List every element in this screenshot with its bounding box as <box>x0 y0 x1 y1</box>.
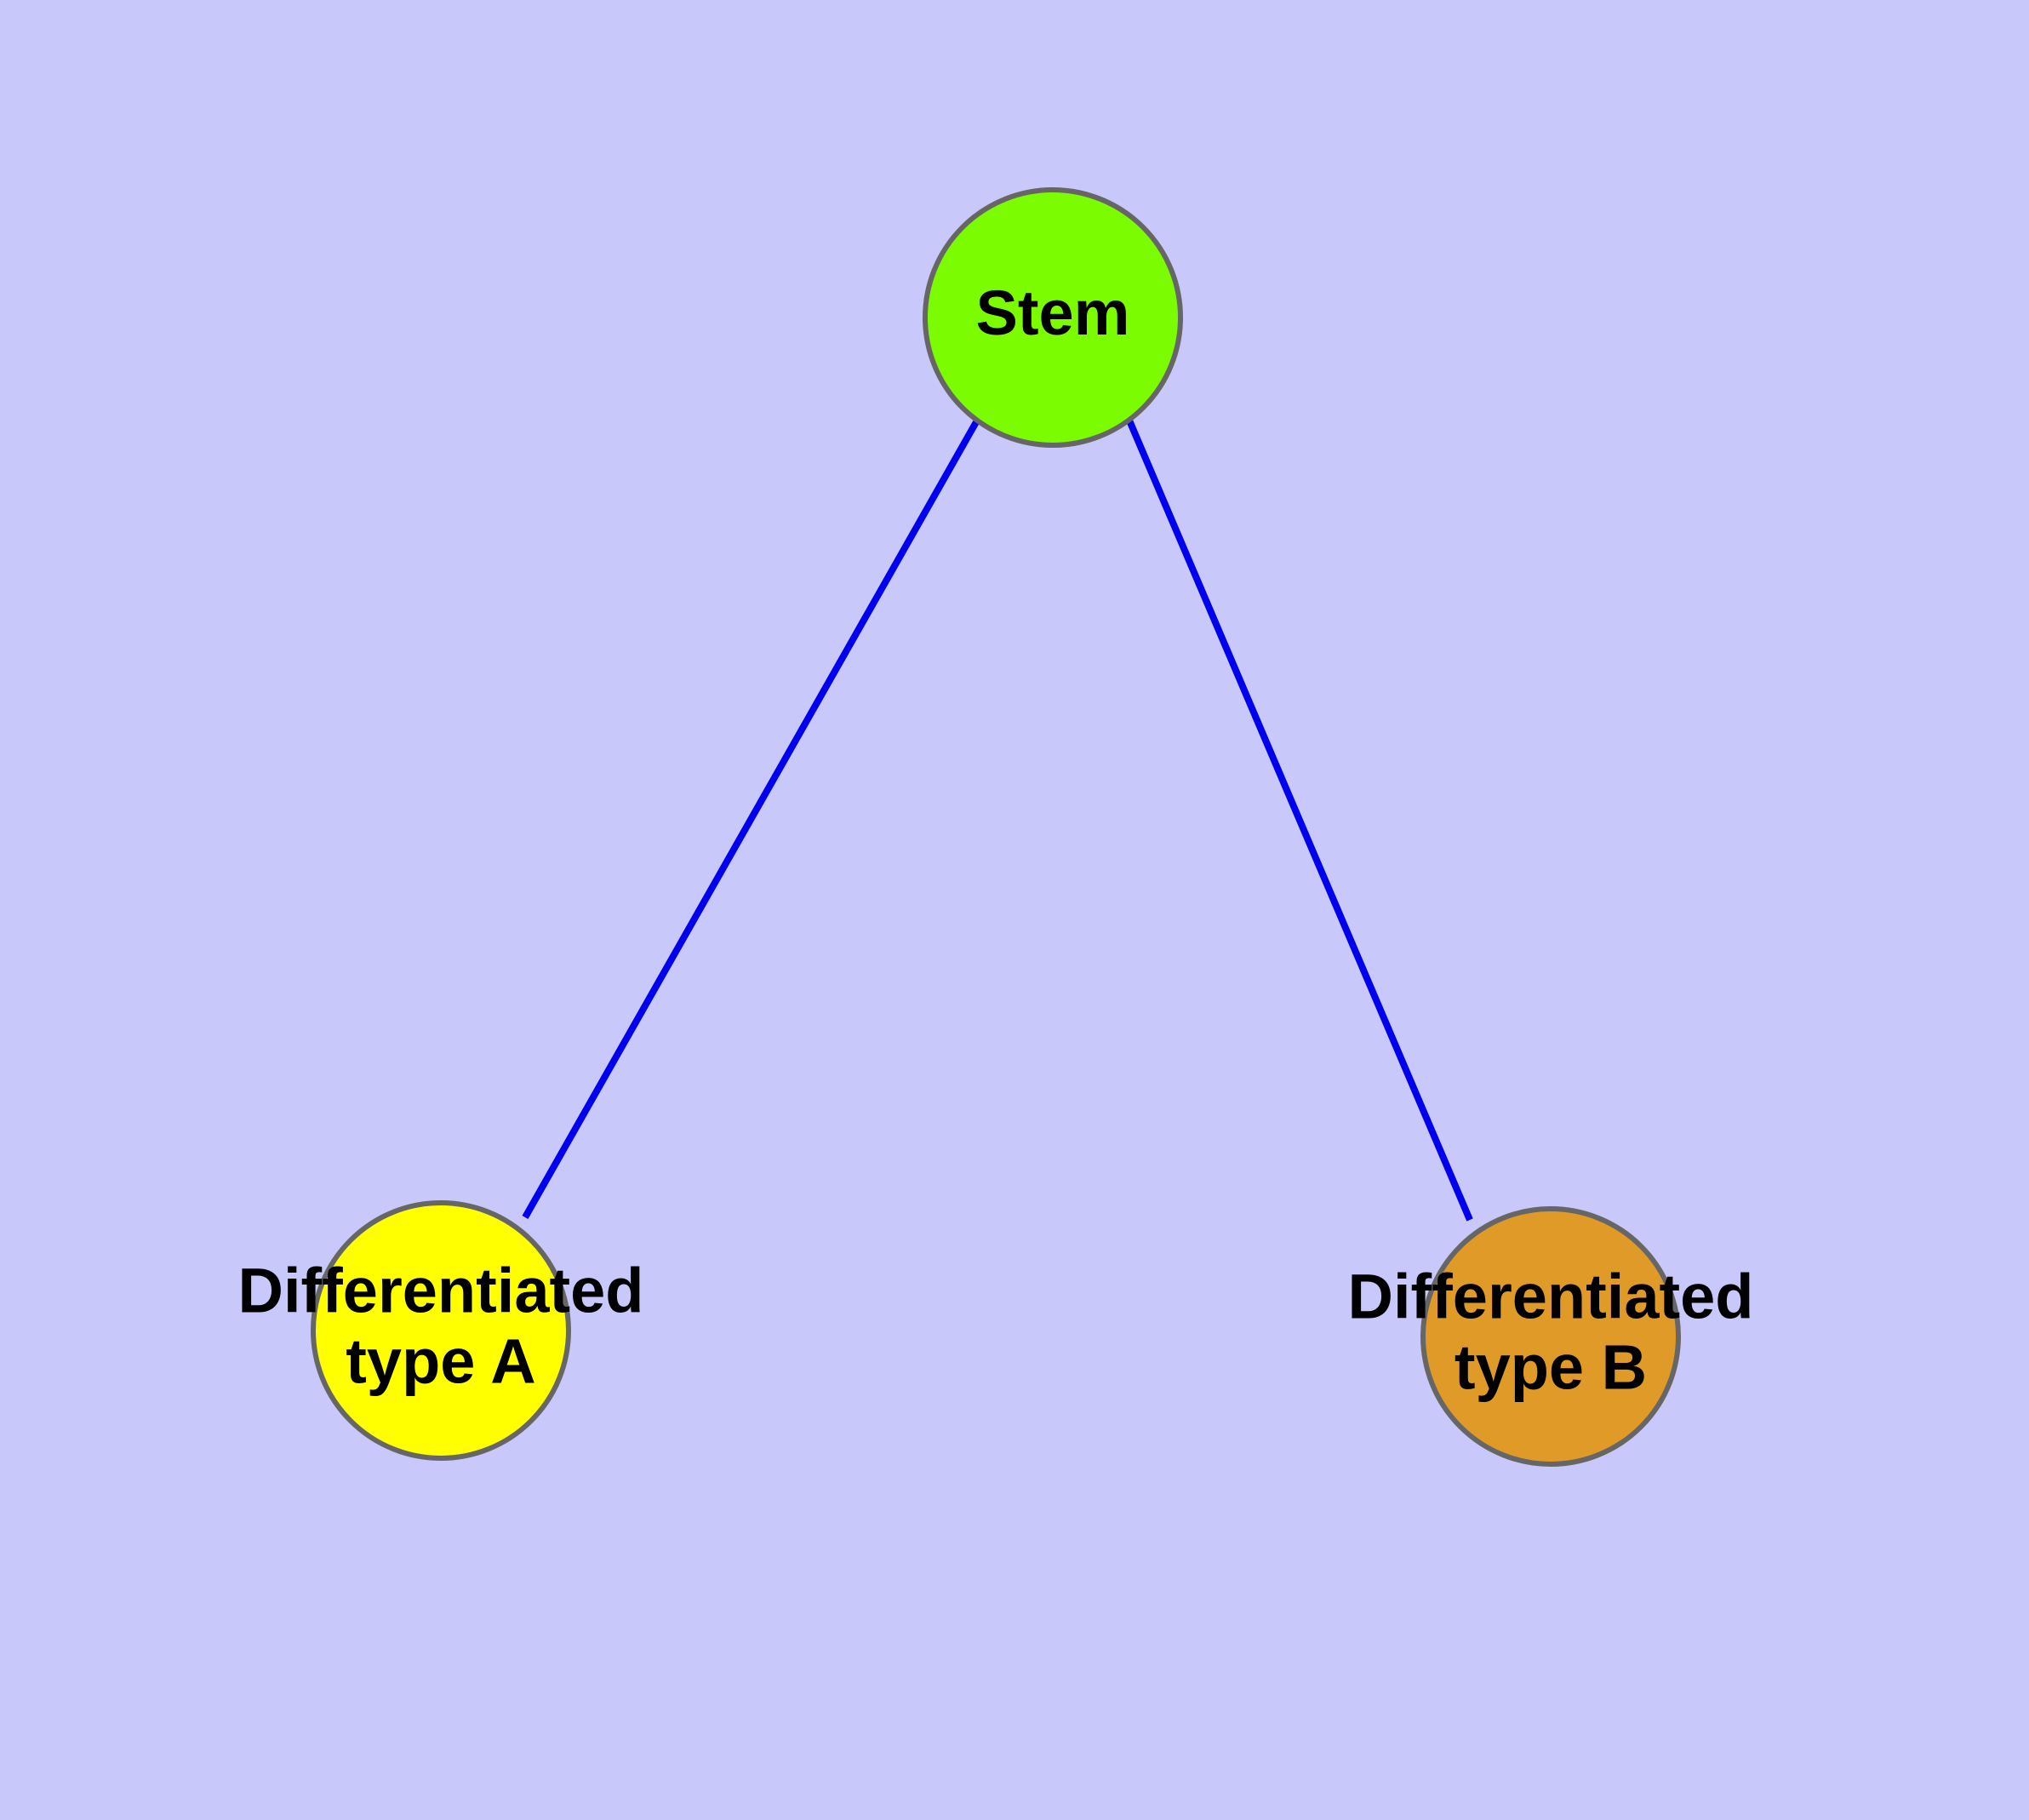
edge-stem-to-diff-b[interactable] <box>1126 419 1473 1222</box>
node-label-line: Stem <box>976 278 1130 348</box>
node-stem[interactable] <box>923 187 1183 448</box>
node-label-stem: Stem <box>976 278 1130 348</box>
edges-layer <box>522 419 1473 1222</box>
node-diff_a[interactable] <box>311 1200 571 1461</box>
node-label-line: Differentiated <box>1348 1261 1754 1331</box>
node-label-line: type B <box>1455 1331 1647 1402</box>
nodes-layer <box>311 187 1681 1467</box>
node-label-line: Differentiated <box>238 1255 644 1325</box>
node-label-line: type A <box>346 1325 535 1396</box>
edge-stem-to-diff-a[interactable] <box>522 419 980 1219</box>
node-diff_b[interactable] <box>1420 1206 1681 1467</box>
